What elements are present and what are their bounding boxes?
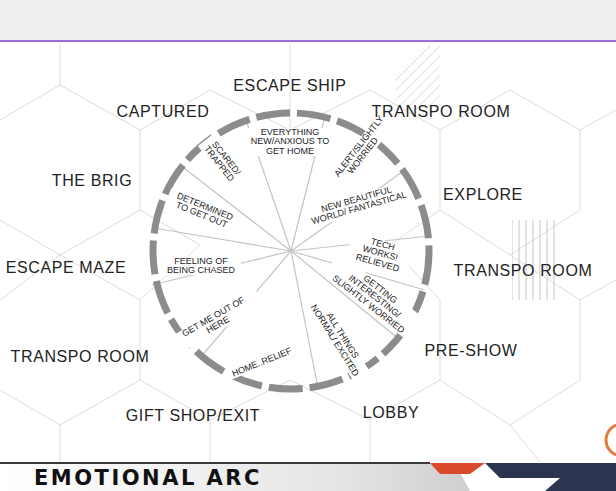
accent-slant bbox=[430, 463, 485, 474]
stage-label: THE BRIG bbox=[52, 172, 132, 190]
emotion-label: FEELING OF BEING CHASED bbox=[161, 257, 241, 276]
logo-mark bbox=[606, 424, 616, 456]
stage-label: ESCAPE MAZE bbox=[6, 259, 126, 277]
stage-label: TRANSPO ROOM bbox=[372, 103, 511, 121]
stage-label: TRANSPO ROOM bbox=[11, 348, 150, 366]
arc-circle bbox=[153, 113, 429, 389]
emotion-label: HOME..RELIEF bbox=[226, 345, 298, 381]
emotion-label: SCARED/ TRAPPED bbox=[198, 134, 246, 188]
hatch-patch bbox=[512, 220, 560, 300]
stage-label: CAPTURED bbox=[117, 103, 210, 121]
stage-label: ESCAPE SHIP bbox=[233, 77, 346, 95]
emotion-label: GET ME OUT OF HERE bbox=[168, 288, 264, 354]
stage-label: TRANSPO ROOM bbox=[454, 262, 593, 280]
title-bar-rule bbox=[0, 462, 430, 464]
stage-label: PRE-SHOW bbox=[425, 342, 518, 360]
accent-band bbox=[485, 463, 616, 491]
top-band bbox=[0, 0, 616, 40]
hatch-patch bbox=[395, 45, 440, 110]
stage-label: EXPLORE bbox=[443, 186, 523, 204]
emotion-label: NEW BEAUTIFUL WORLD/ FANTASTICAL bbox=[305, 181, 410, 228]
stage-label: GIFT SHOP/EXIT bbox=[126, 407, 260, 425]
title-bar bbox=[0, 463, 470, 491]
emotion-label: ALERT/SLIGHTLY WORRIED bbox=[332, 120, 389, 185]
top-rule bbox=[0, 40, 616, 42]
geometric-pattern bbox=[0, 45, 616, 462]
emotion-label: DETERMINED TO GET OUT bbox=[164, 188, 242, 234]
stage-label: LOBBY bbox=[363, 404, 419, 422]
diagram-title: EMOTIONAL ARC bbox=[34, 466, 262, 490]
emotion-label: EVERYTHING NEW/ANXIOUS TO GET HOME bbox=[246, 128, 334, 156]
emotion-label: ALL THINGS NORMAL/ EXCITED bbox=[305, 293, 371, 383]
